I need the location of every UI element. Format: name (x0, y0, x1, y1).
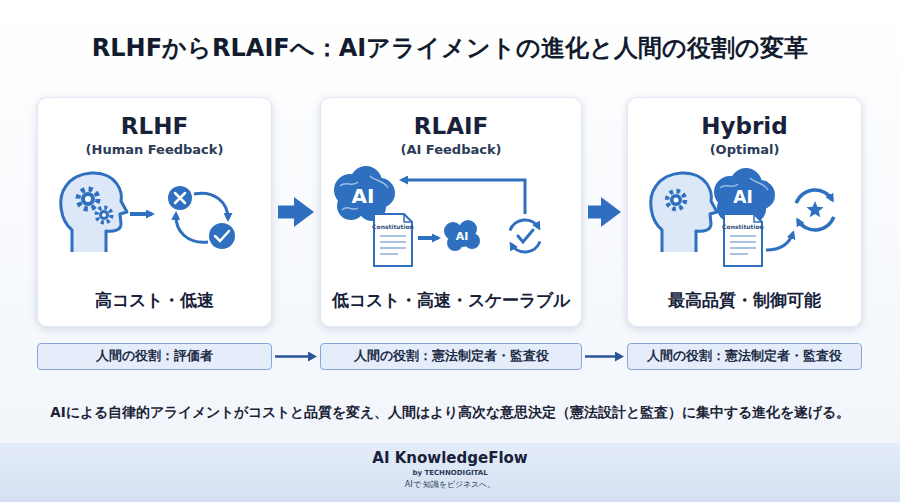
flow-arrow-icon (766, 233, 793, 250)
document-lines (730, 236, 756, 254)
gear-body (81, 192, 95, 206)
stage-card: RLHF (Human Feedback) 高コスト・低速 (37, 97, 272, 327)
constitution-document (724, 214, 762, 266)
check-mark (518, 230, 533, 242)
cycle-arrow (796, 190, 832, 203)
flow-arrow (275, 355, 308, 358)
card-heading: RLAIF (321, 113, 581, 139)
card-summary: 高コスト・低速 (38, 291, 271, 311)
brain-lobe (358, 193, 386, 221)
brain-lobe (334, 174, 366, 206)
gear-hole (102, 213, 106, 217)
feedback-arrow (402, 180, 525, 214)
cycle-arrow (798, 217, 834, 230)
card-summary: 低コスト・高速・スケーラブル (321, 291, 581, 311)
gear-body (670, 194, 682, 206)
card-subtitle: (Human Feedback) (38, 143, 271, 158)
brain-lobe (724, 180, 760, 216)
role-text: 人間の役割：憲法制定者・監査役 (354, 349, 549, 364)
constitution-document (374, 214, 412, 266)
document-fold (404, 214, 412, 222)
brain-lobe (451, 225, 473, 247)
cycle-arrow (511, 242, 540, 253)
brain-lobe (714, 176, 746, 208)
role-text: 人間の役割：憲法制定者・監査役 (647, 349, 842, 364)
card-subtitle: (Optimal) (628, 143, 861, 158)
card-summary: 最高品質・制御可能 (628, 291, 861, 311)
brain-lobe (745, 180, 775, 210)
gear-teeth (78, 189, 98, 209)
brand-name: AI KnowledgeFlow (0, 450, 900, 467)
brain-lobe (464, 233, 480, 249)
human-head-icon (61, 173, 127, 252)
head-outline (651, 173, 717, 252)
head-outline (61, 173, 127, 252)
brain-lobe (717, 194, 745, 222)
check-mark (215, 231, 229, 241)
flow-arrow (278, 206, 294, 219)
brain-lobe (444, 222, 462, 240)
reject-mark (175, 193, 185, 203)
star-mark (806, 201, 823, 217)
flow-arrow (588, 206, 601, 219)
document-sheet (374, 214, 412, 266)
cycle-arrow (176, 214, 208, 242)
brain-fold (340, 176, 388, 210)
document-lines (380, 236, 406, 254)
gear-teeth (667, 191, 685, 209)
cycle-arrow (194, 193, 228, 219)
gear-hole (674, 198, 679, 203)
document-sheet (724, 214, 762, 266)
role-bar: 人間の役割：憲法制定者・監査役 (627, 343, 862, 370)
diagram-caption: AIによる自律的アライメントがコストと品質を変え、人間はより高次な意思決定（憲法… (0, 404, 900, 422)
accept-circle (209, 223, 235, 249)
card-subtitle: (AI Feedback) (321, 143, 581, 158)
brand-owner: by TECHNODIGITAL (0, 469, 900, 477)
brain-lobe (365, 178, 395, 208)
brain-lobe (738, 195, 766, 223)
role-text: 人間の役割：評価者 (96, 349, 213, 364)
brain-lobe (459, 220, 477, 238)
brain-lobe (337, 192, 365, 220)
gear-teeth (97, 208, 112, 223)
brain-lobe (730, 168, 762, 200)
brain-lobe (350, 166, 382, 198)
stage-card: Hybrid (Optimal) 最高品質・制御可能 (627, 97, 862, 327)
card-heading: RLHF (38, 113, 271, 139)
gear-hole (85, 196, 91, 202)
brand-tagline: AIで 知識をビジネスへ。 (0, 480, 900, 489)
footer-band: AI KnowledgeFlow by TECHNODIGITAL AIで 知識をビ… (0, 443, 900, 502)
document-fold (754, 214, 762, 222)
role-bar: 人間の役割：憲法制定者・監査役 (320, 343, 582, 370)
stage-card: RLAIF (AI Feedback) 低コスト・高速・スケーラブル (320, 97, 582, 327)
brain-icon (444, 220, 480, 251)
brain-lobe (344, 178, 380, 214)
human-head-icon (651, 173, 717, 252)
diagram-title: RLHFからRLAIFへ：AIアライメントの進化と人間の役割の変革 (0, 32, 900, 64)
brain-icon (334, 166, 395, 221)
brain-icon (714, 168, 775, 223)
flow-arrow-icon (418, 236, 438, 240)
reject-circle (168, 186, 192, 210)
gear-body (99, 210, 109, 220)
flow-arrow-icon (130, 212, 152, 216)
cycle-arrow (510, 220, 539, 231)
card-heading: Hybrid (628, 113, 861, 139)
role-bar: 人間の役割：評価者 (37, 343, 272, 370)
flow-arrow (585, 355, 615, 358)
brain-lobe (447, 235, 463, 251)
brain-fold (720, 178, 768, 190)
